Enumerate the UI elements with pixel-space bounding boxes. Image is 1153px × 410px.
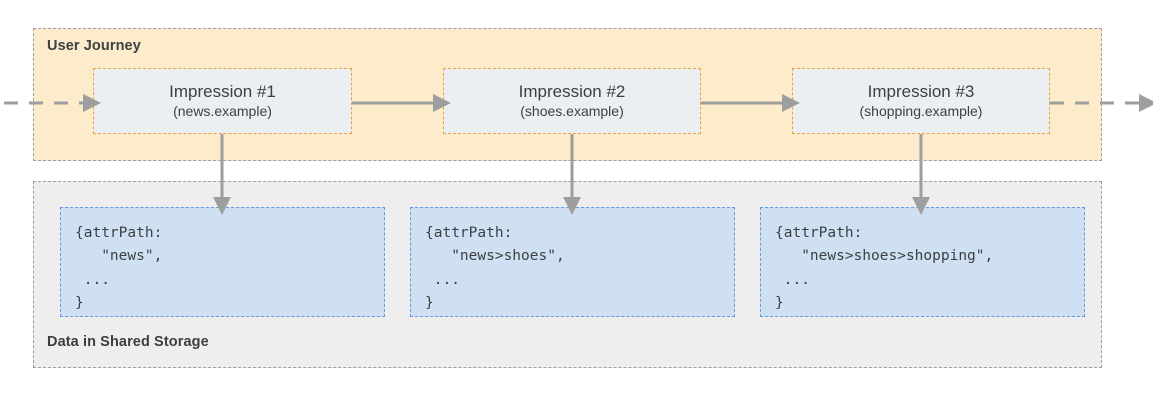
shared-storage-label: Data in Shared Storage (47, 334, 209, 350)
impression-box-1[interactable]: Impression #1 (news.example) (93, 68, 352, 134)
impression-box-2[interactable]: Impression #2 (shoes.example) (443, 68, 701, 134)
storage-record-code: {attrPath: "news>shoes>shopping", ... } (775, 225, 994, 312)
impression-box-3[interactable]: Impression #3 (shopping.example) (792, 68, 1050, 134)
impression-title: Impression #1 (169, 81, 276, 101)
storage-record-3[interactable]: {attrPath: "news>shoes>shopping", ... } (760, 207, 1085, 317)
impression-title: Impression #2 (518, 81, 626, 101)
storage-record-code: {attrPath: "news", ... } (75, 225, 163, 312)
storage-record-1[interactable]: {attrPath: "news", ... } (60, 207, 385, 317)
impression-site: (shoes.example) (520, 103, 624, 120)
user-journey-label: User Journey (47, 38, 141, 54)
storage-record-2[interactable]: {attrPath: "news>shoes", ... } (410, 207, 735, 317)
storage-record-code: {attrPath: "news>shoes", ... } (425, 225, 565, 312)
impression-site: (shopping.example) (859, 103, 983, 120)
impression-title: Impression #3 (867, 81, 975, 101)
impression-site: (news.example) (173, 103, 272, 120)
